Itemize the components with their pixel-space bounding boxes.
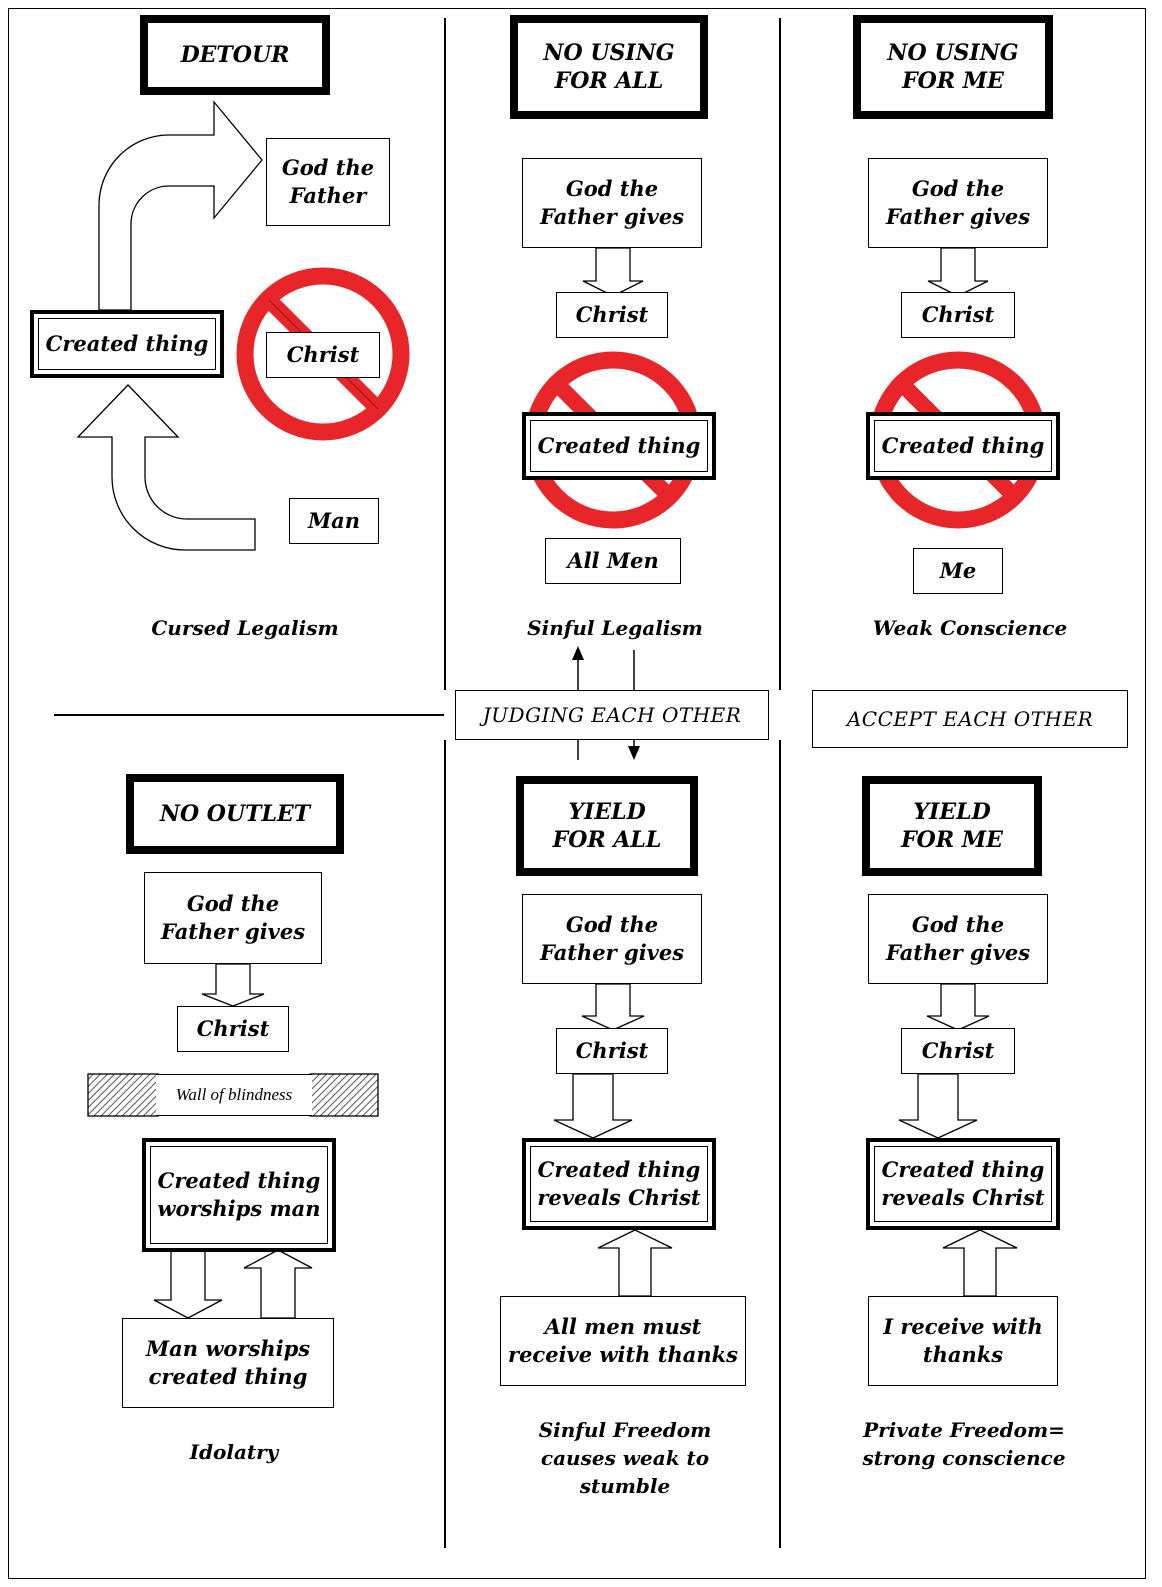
- no-outlet-god-box: God the Father gives: [144, 872, 322, 964]
- judging-each-other-label: JUDGING EACH OTHER: [455, 690, 769, 740]
- yield-all-caption: Sinful Freedom causes weak to stumble: [538, 1418, 712, 1498]
- no-using-me-christ-box: Christ: [901, 292, 1015, 338]
- no-using-me-created-box: Created thing: [866, 412, 1060, 480]
- no-outlet-sign: NO OUTLET: [126, 774, 344, 854]
- no-using-me-sign: NO USING FOR ME: [853, 15, 1053, 119]
- yield-all-god-box: God the Father gives: [522, 894, 702, 984]
- arrow-christ-created-yield-all: [553, 1073, 633, 1139]
- no-outlet-created-box: Created thing worships man: [142, 1138, 336, 1252]
- detour-man-box: Man: [289, 498, 379, 544]
- yield-all-sign: YIELD FOR ALL: [516, 776, 698, 876]
- detour-god-box: God the Father: [266, 138, 390, 226]
- yield-all-men-box: All men must receive with thanks: [500, 1296, 746, 1386]
- no-using-me-god-box: God the Father gives: [868, 158, 1048, 248]
- wall-right-hatch: [309, 1073, 379, 1117]
- judging-arrow-down-head: [628, 746, 640, 760]
- no-using-all-men-box: All Men: [545, 538, 681, 584]
- no-using-all-christ-box: Christ: [556, 292, 668, 338]
- diagram-frame: [8, 8, 1146, 1579]
- arrow-christ-created-yield-me: [898, 1073, 978, 1139]
- arrow-god-christ-yield-me: [926, 983, 990, 1031]
- arrow-god-christ-yield-all: [581, 983, 645, 1031]
- arrow-god-christ-all: [582, 247, 644, 297]
- accept-each-other-label: ACCEPT EACH OTHER: [812, 690, 1128, 748]
- no-using-me-caption: Weak Conscience: [872, 616, 1068, 640]
- detour-created-box: Created thing: [30, 310, 224, 378]
- divider-top-right: [779, 18, 781, 690]
- detour-arrow-curve-up: [76, 384, 256, 551]
- detour-sign: DETOUR: [140, 15, 330, 95]
- no-using-all-created-box: Created thing: [522, 412, 716, 480]
- detour-christ-box: Christ: [266, 332, 380, 378]
- no-outlet-man-box: Man worships created thing: [122, 1318, 334, 1408]
- arrow-created-to-man: [153, 1249, 223, 1319]
- yield-all-created-box: Created thing reveals Christ: [522, 1138, 716, 1230]
- no-outlet-caption: Idolatry: [189, 1440, 279, 1464]
- yield-all-christ-box: Christ: [556, 1028, 668, 1074]
- no-using-all-god-box: God the Father gives: [522, 158, 702, 248]
- no-using-all-sign: NO USING FOR ALL: [510, 15, 708, 119]
- arrow-god-christ-me: [927, 247, 989, 297]
- detour-caption: Cursed Legalism: [151, 616, 339, 640]
- no-outlet-christ-box: Christ: [177, 1006, 289, 1052]
- no-using-me-me-box: Me: [913, 548, 1003, 594]
- judging-arrow-up-head: [572, 646, 584, 660]
- divider-horizontal: [54, 714, 444, 716]
- arrow-men-created-yield-all: [597, 1229, 673, 1297]
- no-using-all-caption: Sinful Legalism: [527, 616, 703, 640]
- divider-top-left: [444, 18, 446, 690]
- yield-me-me-box: I receive with thanks: [868, 1296, 1058, 1386]
- arrow-me-created-yield-me: [942, 1229, 1018, 1297]
- detour-arrow-up-right: [98, 100, 263, 311]
- wall-left-hatch: [87, 1073, 159, 1117]
- wall-of-blindness-label: Wall of blindness: [156, 1074, 312, 1116]
- divider-bottom-left: [444, 740, 446, 1548]
- yield-me-created-box: Created thing reveals Christ: [866, 1138, 1060, 1230]
- yield-me-christ-box: Christ: [901, 1028, 1015, 1074]
- divider-bottom-right: [779, 740, 781, 1548]
- yield-me-god-box: God the Father gives: [868, 894, 1048, 984]
- arrow-man-to-created: [243, 1249, 313, 1319]
- arrow-god-christ-outlet: [201, 963, 265, 1007]
- yield-me-sign: YIELD FOR ME: [862, 776, 1042, 876]
- yield-me-caption: Private Freedom= strong conscience: [862, 1418, 1066, 1470]
